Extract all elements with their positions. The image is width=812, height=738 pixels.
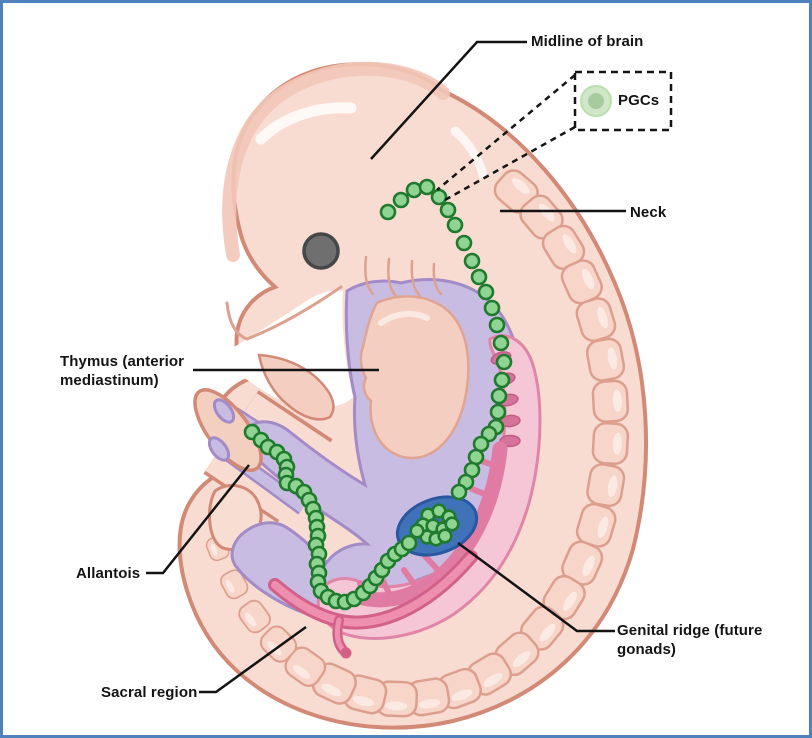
midline-leader (370, 40, 527, 160)
pgc-legend (573, 70, 673, 132)
label-sacral-region: Sacral region (101, 684, 198, 701)
mesonephric-duct (355, 441, 508, 608)
label-genital-ridge: Genital ridge (future gonads) (617, 622, 763, 658)
neck-highlight (450, 126, 488, 180)
allantois-duct (212, 398, 236, 424)
leader-lines (146, 40, 626, 694)
head-shading (222, 61, 450, 262)
label-midline-of-brain: Midline of brain (531, 33, 644, 50)
legend-callout-upper (436, 74, 576, 191)
pgc-migration-trail (243, 178, 513, 611)
label-allantois: Allantois (76, 565, 141, 582)
blood-vessel (268, 550, 478, 659)
label-thymus: Thymus (anterior mediastinum) (60, 353, 185, 389)
embryo-illustration (146, 40, 673, 730)
somite-chain (205, 169, 630, 718)
label-neck: Neck (630, 204, 667, 221)
vitelline-duct (207, 436, 231, 462)
sacral-leader (199, 625, 307, 694)
label-pgcs: PGCs (618, 92, 660, 109)
stalk-cap (193, 388, 263, 472)
heart-bulge (359, 295, 470, 460)
embryo-eye (302, 232, 340, 270)
genital-ridge-leader (457, 541, 615, 633)
allantois-leader (146, 464, 250, 575)
head-highlight (255, 102, 357, 145)
legend-callout-lower (444, 125, 576, 202)
